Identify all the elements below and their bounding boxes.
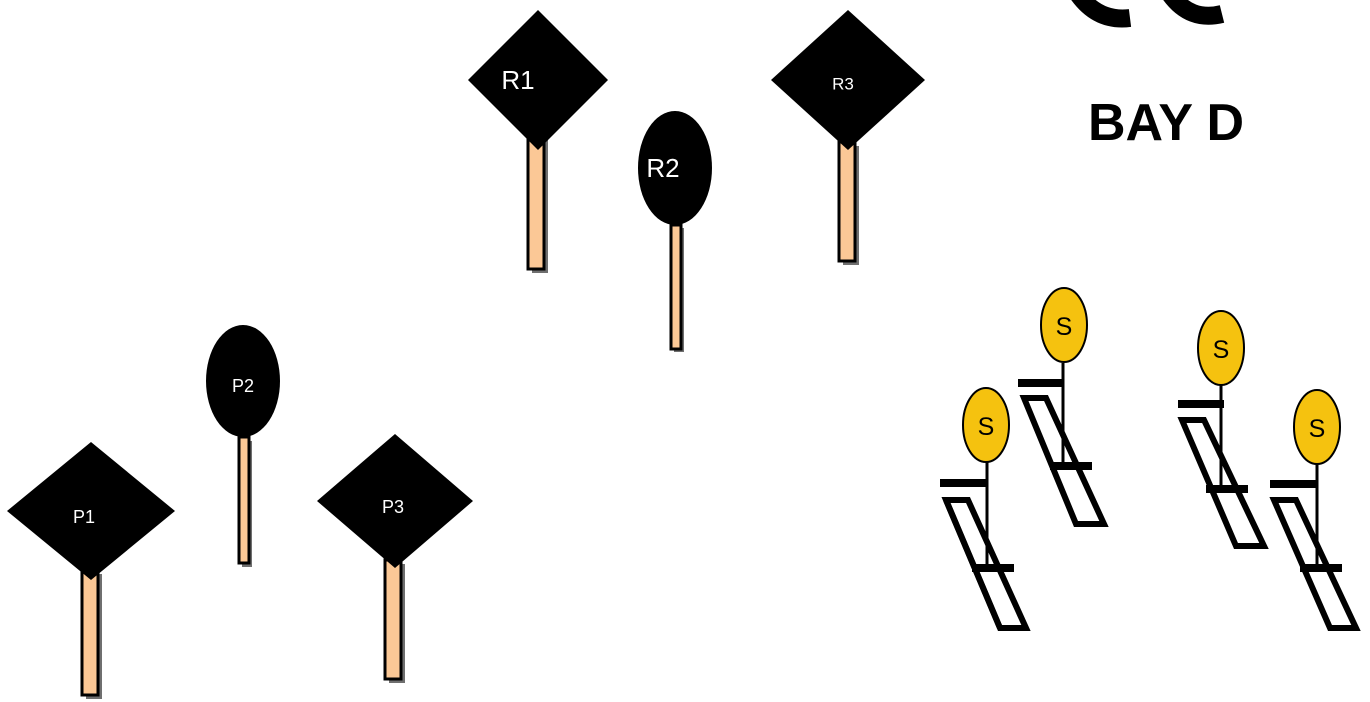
sign-post xyxy=(385,560,401,679)
cropped-top-graphic xyxy=(1078,0,1222,19)
stand-mid-bar xyxy=(1300,564,1342,572)
stand-frame xyxy=(1182,420,1264,546)
stand-top-bar xyxy=(940,479,986,487)
stand-mid-bar xyxy=(972,564,1014,572)
stand-top-bar xyxy=(1178,400,1224,408)
stand-mid-bar xyxy=(1050,462,1092,470)
diamond-sign xyxy=(468,10,608,150)
sign-post xyxy=(671,225,681,349)
sign-r1: R1 xyxy=(468,10,608,273)
stand-s3: S xyxy=(1178,311,1264,546)
sign-label: R1 xyxy=(501,65,534,95)
sign-r2: R2 xyxy=(638,111,712,352)
sign-r3: R3 xyxy=(771,10,925,265)
stand-label: S xyxy=(978,413,995,441)
stand-top-bar xyxy=(1018,379,1064,387)
stand-s4: S xyxy=(1270,390,1356,628)
stand-mid-bar xyxy=(1206,485,1248,493)
stand-s1: S xyxy=(940,388,1026,628)
sign-label: P3 xyxy=(382,497,404,517)
stand-label: S xyxy=(1056,313,1073,341)
sign-post xyxy=(239,437,249,563)
sign-label: R3 xyxy=(832,75,854,94)
sign-p1: P1 xyxy=(7,442,175,699)
sign-label: P2 xyxy=(232,376,254,396)
stand-label: S xyxy=(1213,336,1230,364)
bay-title: BAY D xyxy=(1088,94,1244,152)
sign-p2: P2 xyxy=(206,325,280,567)
stand-s2: S xyxy=(1018,288,1104,524)
sign-label: R2 xyxy=(646,153,679,183)
sign-post xyxy=(82,570,98,695)
sign-p3: P3 xyxy=(317,434,473,683)
sign-post xyxy=(839,142,855,261)
sign-label: P1 xyxy=(73,507,95,527)
sign-post xyxy=(528,136,544,269)
stand-top-bar xyxy=(1270,480,1316,488)
stand-label: S xyxy=(1309,415,1326,443)
